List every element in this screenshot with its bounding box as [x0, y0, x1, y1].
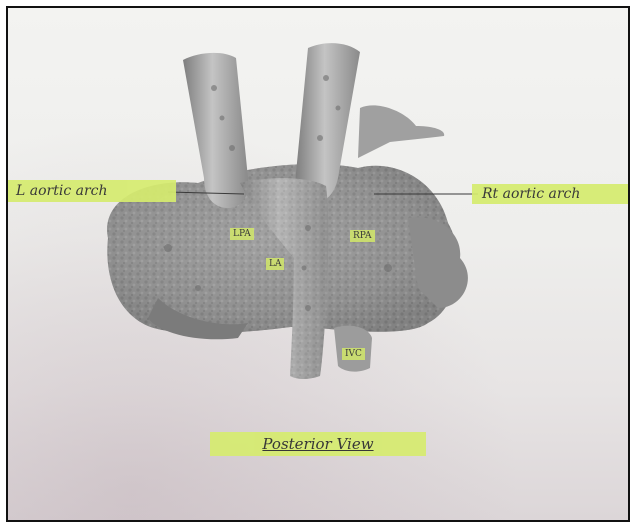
- view-caption: Posterior View: [210, 432, 426, 456]
- ivc-label: IVC: [342, 348, 365, 360]
- la-label: LA: [266, 258, 284, 270]
- lpa-label: LPA: [230, 228, 254, 240]
- photo-frame: L aortic arch Rt aortic arch LPA RPA LA …: [6, 6, 630, 522]
- right-vessel-bud: [358, 105, 444, 158]
- left-aortic-arch-label: L aortic arch: [8, 180, 176, 202]
- right-aortic-arch-label: Rt aortic arch: [472, 184, 630, 204]
- rpa-label: RPA: [350, 230, 375, 242]
